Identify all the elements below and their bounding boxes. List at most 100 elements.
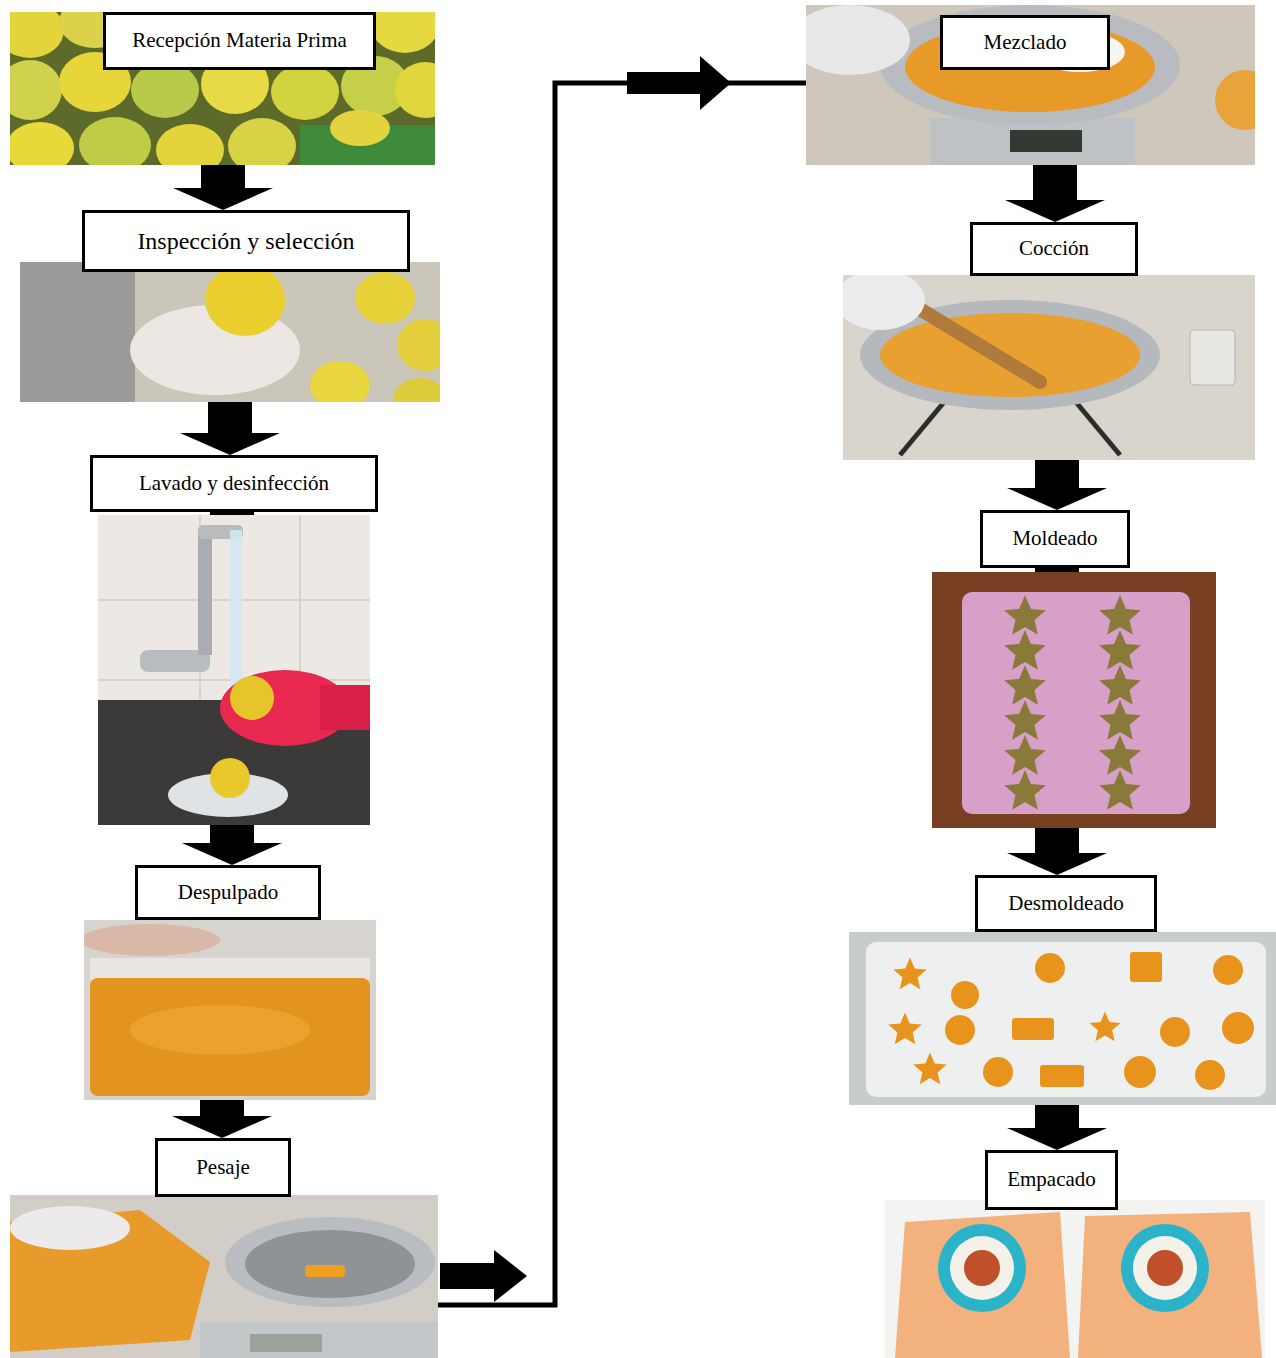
candies-photo [849,932,1276,1105]
candies-photo [1213,955,1243,985]
candies-photo [1222,1012,1254,1044]
arrow-head [1007,488,1107,510]
step-label: Moldeado [1012,526,1097,551]
arrow-symbol [440,1263,496,1289]
mould-photo [1004,700,1046,740]
process-box: Empacado [985,1150,1118,1210]
mould-photo [1099,665,1141,705]
arrow-head [172,1116,272,1138]
candies-photo [1130,952,1162,982]
process-box: Desmoldeado [975,875,1157,932]
package-photo [1147,1250,1183,1286]
package-photo [938,1224,1026,1312]
fruit-photo [271,64,339,120]
washing-photo [198,530,212,655]
mould-photo [962,592,1190,814]
candies-photo [951,981,979,1009]
package-photo [1078,1212,1262,1358]
candies-photo [983,1057,1013,1087]
arrow-symbol [440,56,731,1302]
arrow-head [173,188,273,210]
mould-photo [1099,700,1141,740]
arrow-head [180,433,280,455]
mixing-photo [806,5,1255,165]
fruit-photo [10,12,64,58]
mould-photo [1099,770,1141,810]
candies-photo [1160,1017,1190,1047]
cooking-photo [1190,330,1235,385]
step-label: Empacado [1007,1167,1096,1192]
mould-photo [1004,595,1141,810]
candies-photo [893,957,926,989]
inspection-photo [355,272,415,324]
inspection-photo [397,319,440,371]
washing-photo [98,515,370,825]
mould-photo [932,572,1216,828]
mixing-photo [1215,70,1255,130]
cooking-photo [843,275,1255,460]
arrow-head [1005,200,1105,222]
weighing-photo [305,1265,345,1277]
fruit-photo [10,122,74,165]
washing-photo [320,685,370,730]
weighing-photo [200,1322,438,1358]
mould-photo [932,572,1216,828]
mixing-photo [806,5,910,75]
inspection-photo [20,262,135,402]
mould-photo [1004,735,1046,775]
process-box: Mezclado [940,15,1110,70]
fruit-photo [330,110,390,146]
step-label: Despulpado [178,880,278,905]
inspection-photo [394,378,440,402]
pulp-photo [130,1005,310,1055]
arrow-head [182,843,282,865]
fruit-photo [10,12,435,165]
package-photo [885,1200,1265,1358]
process-box: Recepción Materia Prima [103,12,376,70]
step-label: Pesaje [196,1155,250,1180]
washing-photo [98,515,370,825]
mould-photo [1099,595,1141,635]
package-photo [885,1200,1265,1358]
step-label: Lavado y desinfección [139,471,329,496]
fruit-photo [79,117,151,165]
candies-photo [888,1012,921,1044]
pulp-photo [90,958,370,980]
candies-photo [1089,1012,1120,1042]
mixing-photo [880,5,1180,125]
candies-photo [1124,1056,1156,1088]
mould-photo [1099,630,1141,670]
candies-photo [1195,1060,1225,1090]
arrow-symbol [700,56,731,110]
weighing-photo [10,1206,130,1250]
candies-photo [1012,1018,1054,1040]
package-photo [1121,1224,1209,1312]
pulp-photo [84,920,376,1100]
weighing-photo [225,1217,435,1307]
weighing-photo [245,1230,415,1298]
candies-photo [913,1052,946,1084]
mould-photo [1004,665,1046,705]
fruit-photo [371,12,435,53]
process-box: Despulpado [135,865,321,920]
washing-photo [210,758,250,798]
step-label: Inspección y selección [137,227,354,256]
candies-photo [945,1015,975,1045]
cooking-photo [905,300,1040,382]
candies-photo [866,942,1266,1097]
package-photo [964,1250,1000,1286]
weighing-photo [250,1334,322,1352]
mixing-photo [1010,130,1082,152]
candies-photo [849,932,1276,1105]
cooking-photo [843,275,925,330]
inspection-photo [205,264,285,336]
fruit-photo [10,60,62,120]
cooking-photo [880,313,1140,397]
process-box: Pesaje [155,1138,291,1197]
candies-photo [1040,1065,1084,1087]
process-box: Inspección y selección [82,210,410,272]
mould-photo [1004,770,1046,810]
process-box: Lavado y desinfección [90,455,378,512]
mixing-photo [930,118,1135,165]
